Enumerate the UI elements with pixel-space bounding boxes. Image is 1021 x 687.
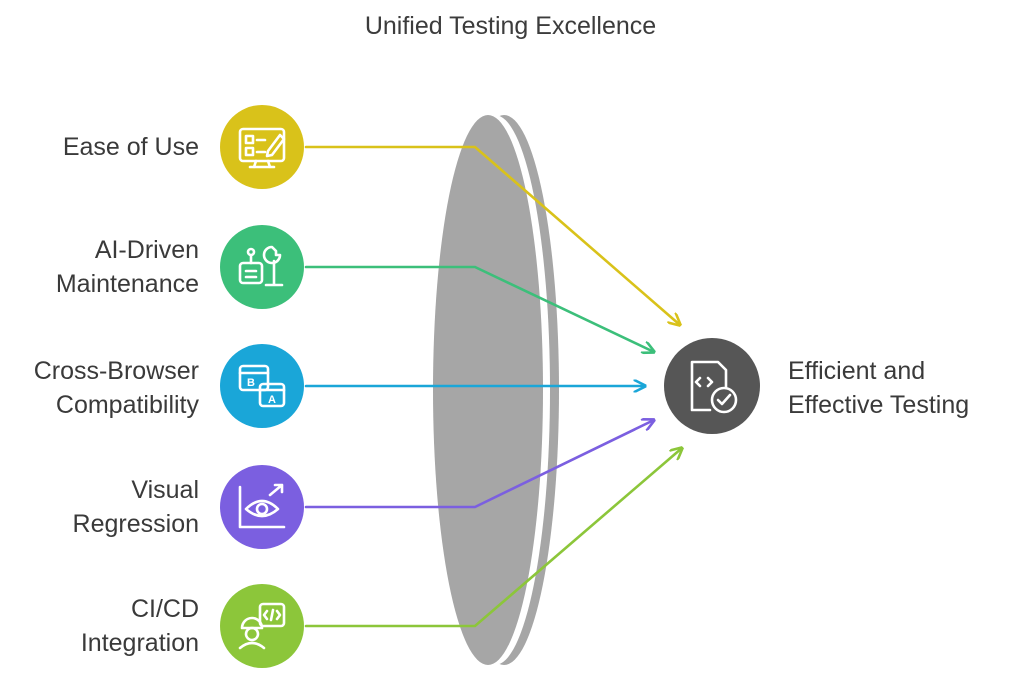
lens (433, 115, 559, 665)
connector-arrow (304, 145, 680, 325)
icon-circles: BA (220, 105, 760, 668)
connector-arrow (304, 448, 682, 628)
diagram-title: Unified Testing Excellence (364, 12, 657, 40)
monitor-checklist-edit-icon (238, 127, 286, 169)
svg-text:A: A (268, 394, 276, 406)
engineer-code-icon (238, 602, 286, 650)
output-label: Efficient and Effective Testing (788, 357, 970, 419)
input-circle (220, 105, 304, 189)
input-label-ci-cd-integration: CI/CD Integration (80, 595, 199, 657)
connector-lines (304, 145, 682, 628)
code-file-check-icon (690, 360, 738, 414)
robot-wrench-icon (238, 245, 284, 287)
input-label-visual-regression: Visual Regression (72, 476, 199, 538)
input-label-cross-browser-compatibility: Cross-Browser Compatibility (33, 357, 199, 419)
input-label-ease-of-use: Ease of Use (62, 133, 199, 161)
eye-chart-icon (238, 483, 286, 529)
input-circle (220, 584, 304, 668)
input-circle (220, 465, 304, 549)
connector-arrow (304, 265, 654, 352)
input-circle (220, 225, 304, 309)
svg-text:B: B (247, 377, 255, 389)
browser-windows-icon: BA (238, 364, 286, 408)
connector-arrow (304, 420, 654, 509)
input-label-ai-driven-maintenance: AI-Driven Maintenance (55, 236, 199, 298)
output-circle (664, 338, 760, 434)
input-circle: BA (220, 344, 304, 428)
